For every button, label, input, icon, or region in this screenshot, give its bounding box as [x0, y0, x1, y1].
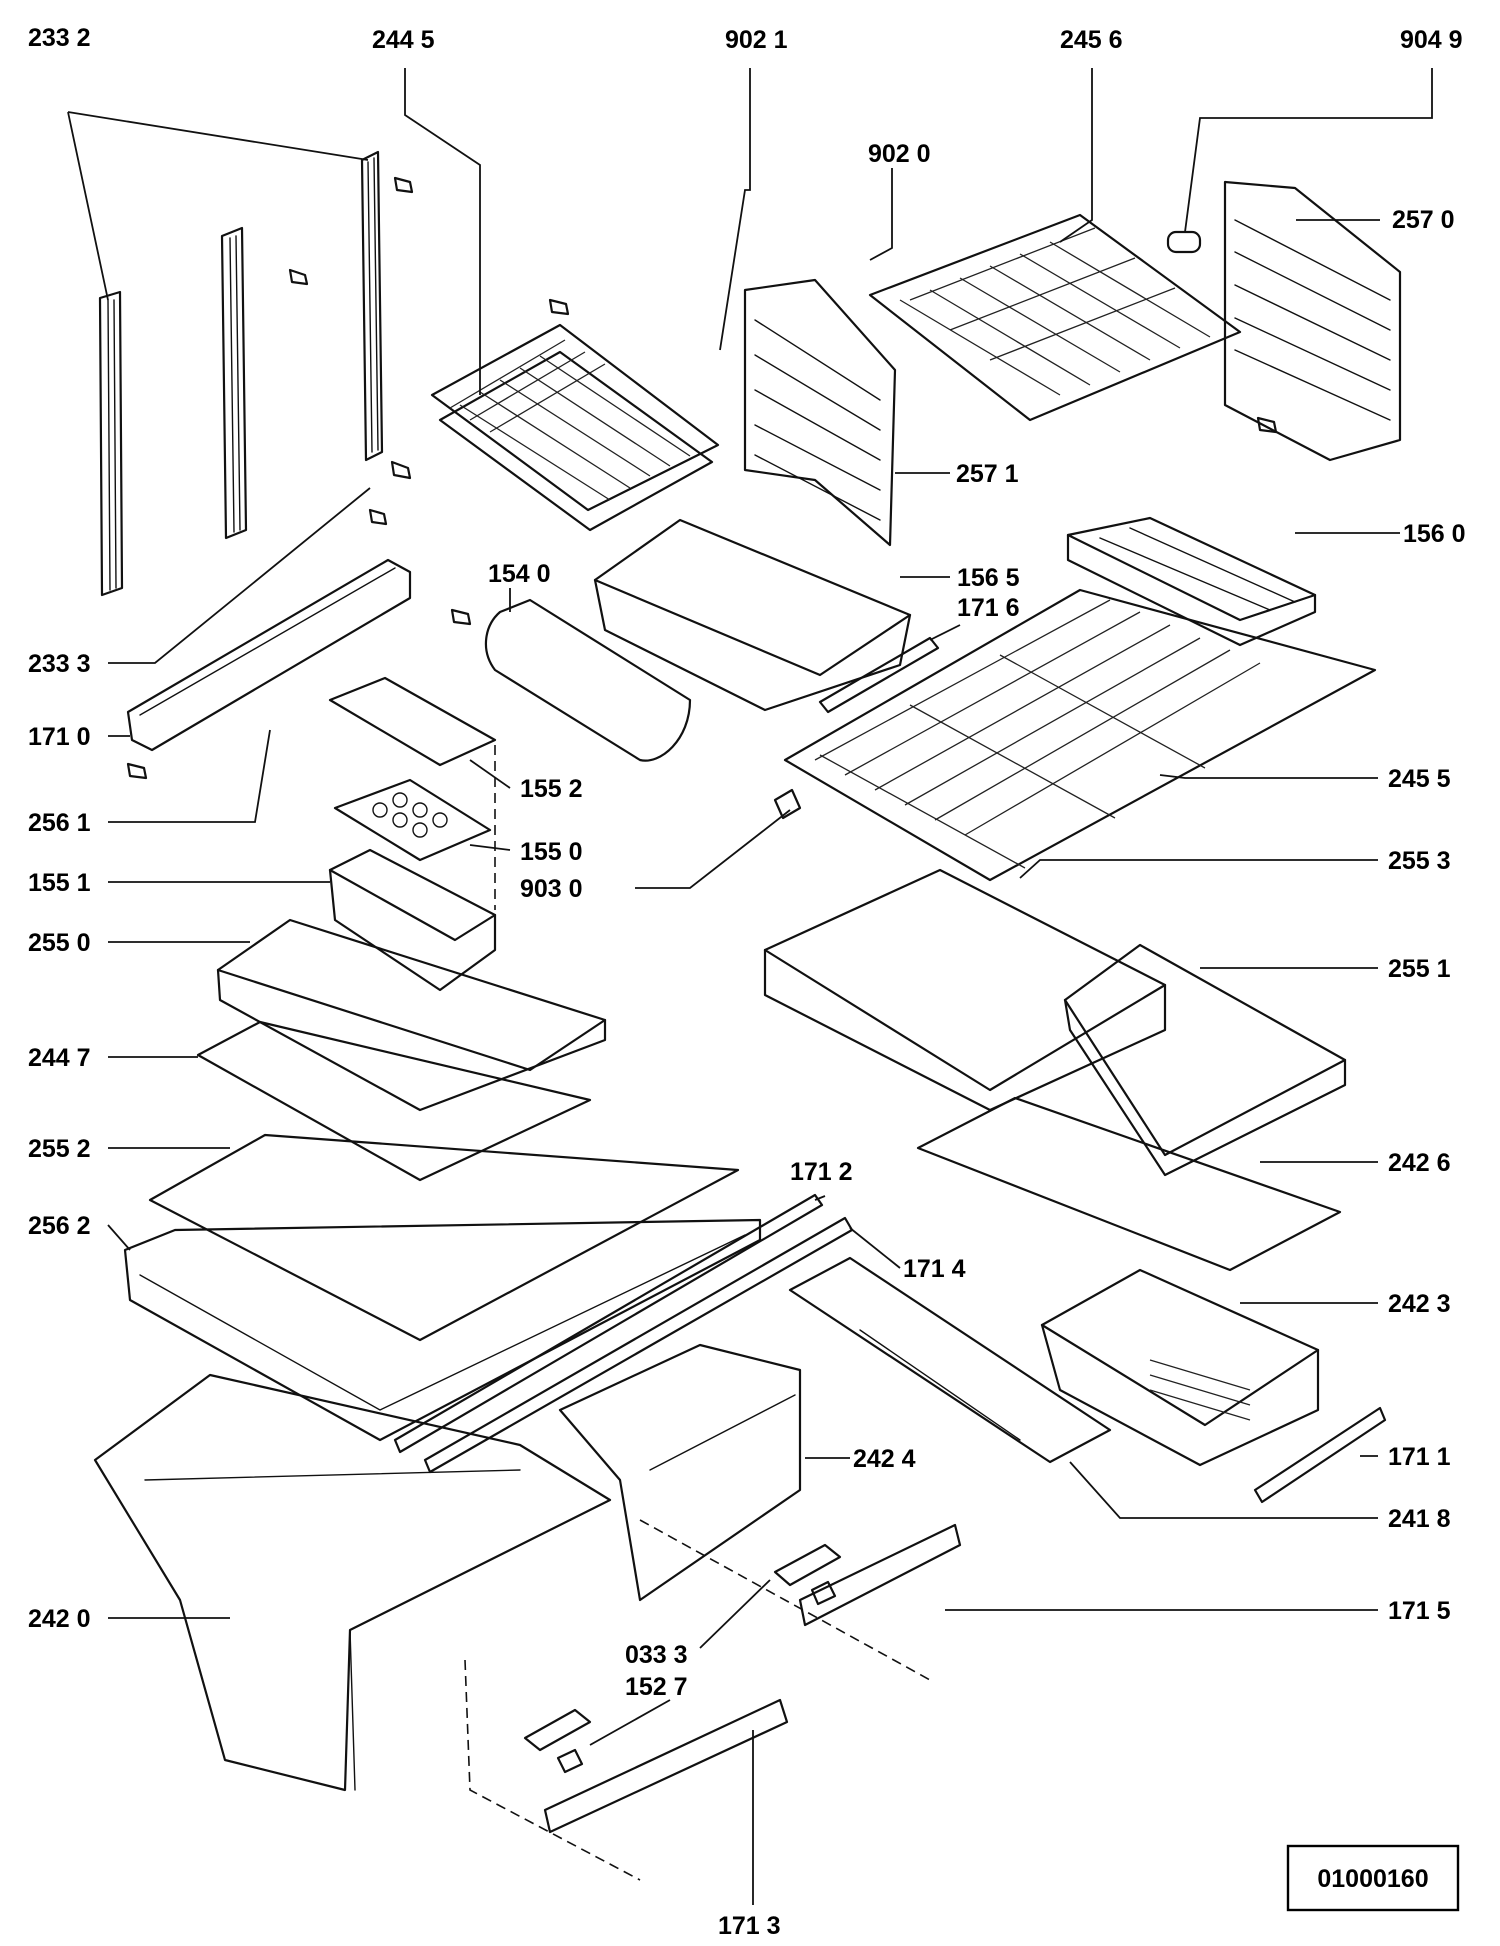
label-2456: 245 6 — [1060, 26, 1123, 54]
clip-1527-left — [556, 1748, 584, 1774]
label-1715: 171 5 — [1388, 1597, 1451, 1625]
label-1710: 171 0 — [28, 723, 91, 751]
label-2562: 256 2 — [28, 1212, 91, 1240]
label-1527: 152 7 — [625, 1673, 688, 1701]
shelf-support-middle — [220, 226, 248, 540]
label-2418: 241 8 — [1388, 1505, 1451, 1533]
handle-1715 — [798, 1523, 962, 1627]
label-2561: 256 1 — [28, 809, 91, 837]
label-1713: 171 3 — [718, 1912, 781, 1940]
label-2424: 242 4 — [853, 1445, 916, 1473]
crisper-cover-2562 — [123, 1218, 762, 1442]
label-2571: 257 1 — [956, 460, 1019, 488]
label-1714: 171 4 — [903, 1255, 966, 1283]
bin-1565 — [593, 518, 912, 712]
clip-9049 — [1166, 230, 1202, 254]
label-2570: 257 0 — [1392, 206, 1455, 234]
label-2550: 255 0 — [28, 929, 91, 957]
shelf-support-left — [98, 290, 124, 597]
label-1711: 171 1 — [1388, 1443, 1451, 1471]
cover-1540 — [484, 598, 692, 762]
glass-shelf-2550 — [216, 918, 607, 1112]
box-1551 — [328, 848, 497, 992]
label-2426: 242 6 — [1388, 1149, 1451, 1177]
label-1712: 171 2 — [790, 1158, 853, 1186]
label-1560: 156 0 — [1403, 520, 1466, 548]
label-1551: 155 1 — [28, 869, 91, 897]
label-1550: 155 0 — [520, 838, 583, 866]
lid-1552 — [328, 676, 497, 767]
dashed-guide-crisper — [464, 1519, 931, 1881]
glass-shelf-2553 — [763, 868, 1167, 1112]
wire-shelf-lower — [783, 588, 1377, 882]
clip-1527-right — [810, 1580, 837, 1606]
frame-2426 — [916, 1096, 1342, 1272]
ice-tray — [1066, 516, 1317, 647]
rear-panel-right — [1223, 180, 1402, 462]
drawing-reference-number: 01000160 — [1317, 1865, 1428, 1893]
crisper-drawer-2420 — [93, 1373, 612, 1792]
clip-0333-right — [773, 1543, 842, 1587]
label-2551: 255 1 — [1388, 955, 1451, 983]
glass-shelf-2551 — [1063, 943, 1347, 1177]
label-2333: 233 3 — [28, 650, 91, 678]
label-2447: 244 7 — [28, 1044, 91, 1072]
drawing-reference-box — [1286, 1844, 1460, 1912]
shelf-support-right — [360, 150, 384, 462]
clip-0333-left — [523, 1708, 592, 1752]
label-1540: 154 0 — [488, 560, 551, 588]
label-2455: 245 5 — [1388, 765, 1451, 793]
rod-1716 — [818, 636, 940, 714]
rail-1714 — [423, 1216, 854, 1474]
rail-1712 — [393, 1193, 824, 1454]
label-2553: 255 3 — [1388, 847, 1451, 875]
wire-shelf-top — [868, 213, 1242, 422]
drawer-2423 — [1040, 1268, 1320, 1467]
label-1552: 155 2 — [520, 775, 583, 803]
label-2332: 233 2 — [28, 24, 91, 52]
rail-1711 — [1253, 1406, 1387, 1504]
rear-panel-left — [743, 278, 897, 547]
wire-basket — [430, 323, 720, 532]
glass-shelf-2552 — [148, 1133, 740, 1342]
label-2445: 244 5 — [372, 26, 435, 54]
front-rail-1710 — [126, 558, 412, 752]
egg-tray-1550 — [333, 778, 492, 862]
screws-supports — [126, 176, 1278, 780]
frame-2447 — [196, 1020, 592, 1182]
label-2423: 242 3 — [1388, 1290, 1451, 1318]
label-9021: 902 1 — [725, 26, 788, 54]
label-9049: 904 9 — [1400, 26, 1463, 54]
handle-1713 — [543, 1698, 789, 1834]
cover-2418 — [788, 1256, 1112, 1464]
label-2420: 242 0 — [28, 1605, 91, 1633]
label-9030: 903 0 — [520, 875, 583, 903]
label-2552: 255 2 — [28, 1135, 91, 1163]
label-1565: 156 5 — [957, 564, 1020, 592]
leader-lines — [67, 68, 1433, 1905]
crisper-drawer-2424 — [558, 1343, 802, 1602]
connector-9030 — [773, 788, 802, 820]
label-9020: 902 0 — [868, 140, 931, 168]
label-0333: 033 3 — [625, 1641, 688, 1669]
label-1716: 171 6 — [957, 594, 1020, 622]
